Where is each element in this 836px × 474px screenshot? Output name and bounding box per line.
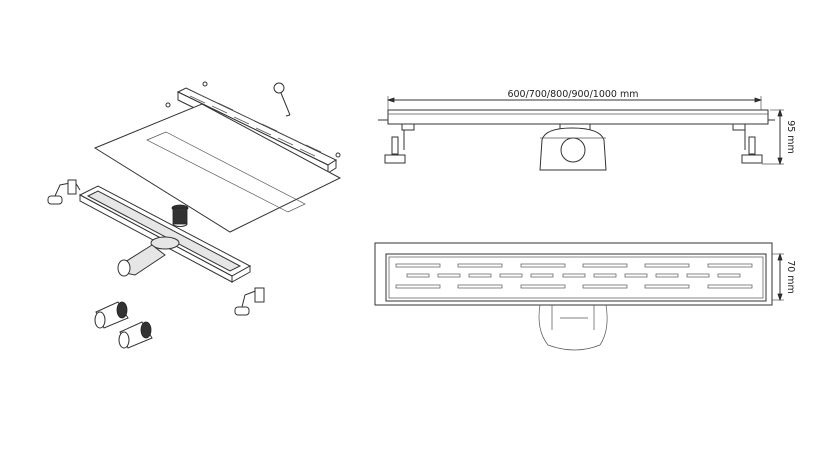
siphon-trap (117, 236, 180, 277)
pipe-adapter (118, 321, 153, 349)
trap-body (539, 123, 607, 171)
sealing-membrane (93, 103, 342, 233)
outlet-below (538, 304, 608, 351)
exploded-view (47, 81, 342, 349)
adjustable-foot (47, 179, 81, 205)
hair-strainer (171, 204, 189, 227)
pipe-adapter (94, 301, 129, 329)
width-dimension-label: 70 mm (785, 260, 796, 294)
grate-lifting-hook (273, 82, 291, 117)
plan-view: 70 mm (374, 242, 796, 351)
height-dimension-label: 95 mm (785, 120, 796, 154)
right-foot (732, 123, 763, 164)
side-elevation-view: 600/700/800/900/1000 mm 95 mm (378, 89, 796, 171)
left-foot (384, 123, 415, 164)
length-dimension-label: 600/700/800/900/1000 mm (507, 89, 638, 100)
adjustable-foot (234, 287, 265, 316)
grate-slots (395, 263, 753, 289)
